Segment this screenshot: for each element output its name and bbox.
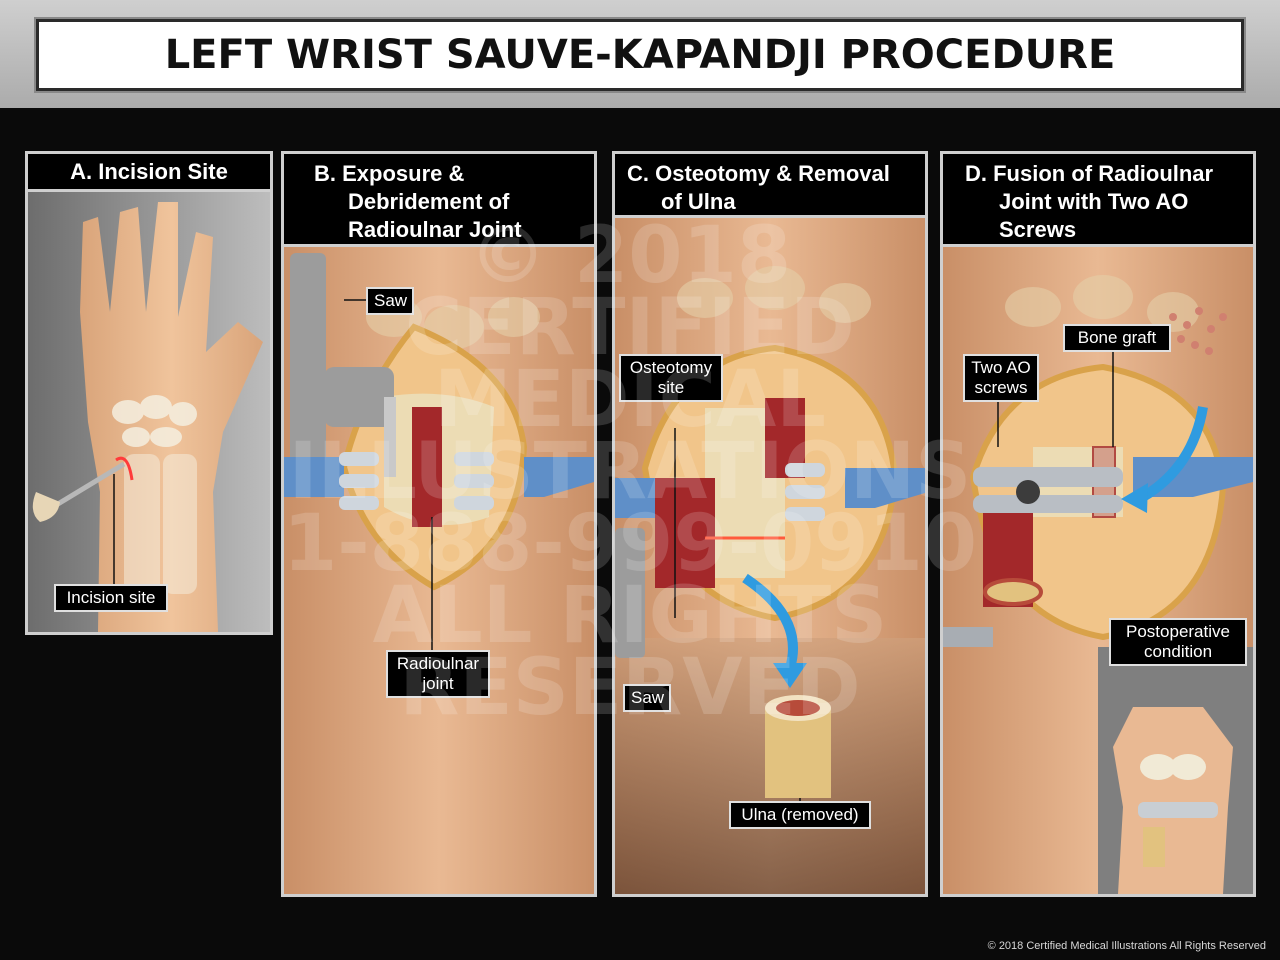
incision-site-label: Incision site [54, 584, 168, 612]
panel-c-title: C. Osteotomy & Removal of Ulna [615, 154, 925, 218]
two-ao-screws-label: Two AO screws [963, 354, 1039, 402]
saw-icon-c [615, 528, 645, 658]
panel-a-illustration [28, 192, 270, 632]
ulna-stump [983, 578, 1043, 606]
removed-ulna [765, 695, 831, 798]
scalpel-icon [32, 461, 126, 522]
panel-d-illustration [943, 247, 1253, 894]
copyright-footer: © 2018 Certified Medical Illustrations A… [987, 940, 1266, 952]
retractor-right-c [785, 463, 925, 521]
title-bar: LEFT WRIST SAUVE-KAPANDJI PROCEDURE [0, 0, 1280, 108]
radioulnar-joint-label: Radioulnar joint [386, 650, 490, 698]
removal-arrow [742, 573, 798, 670]
saw-label-b: Saw [366, 287, 414, 315]
panel-a: A. Incision Site Incision site [25, 151, 273, 635]
saw-icon [290, 253, 396, 477]
radioulnar-cavity [412, 407, 442, 527]
panel-a-title: A. Incision Site [28, 154, 270, 192]
bone-graft-label: Bone graft [1063, 324, 1171, 352]
ao-screws-icon [973, 467, 1123, 513]
ulna-removed-label: Ulna (removed) [729, 801, 871, 829]
fusion-arrow [1140, 406, 1208, 502]
postoperative-label: Postoperative condition [1109, 618, 1247, 666]
saw-label-c: Saw [623, 684, 671, 712]
retractor-left-c [615, 478, 655, 518]
page-title: LEFT WRIST SAUVE-KAPANDJI PROCEDURE [164, 32, 1116, 78]
title-box: LEFT WRIST SAUVE-KAPANDJI PROCEDURE [34, 17, 1246, 93]
postoperative-inset [1098, 647, 1253, 894]
panel-c: C. Osteotomy & Removal of Ulna [612, 151, 928, 897]
wrist-bones [112, 395, 197, 594]
panel-b: B. Exposure & Debridement of Radioulnar … [281, 151, 597, 897]
panel-d-title: D. Fusion of Radioulnar Joint with Two A… [943, 154, 1253, 247]
panel-d: D. Fusion of Radioulnar Joint with Two A… [940, 151, 1256, 897]
bone-graft-particles [1169, 307, 1227, 355]
panel-b-illustration [284, 247, 594, 894]
incision-mark [115, 456, 134, 481]
panel-b-title: B. Exposure & Debridement of Radioulnar … [284, 154, 594, 247]
osteotomy-site-label: Osteotomy site [619, 354, 723, 402]
panel-c-illustration [615, 218, 925, 894]
retractor-left [284, 452, 379, 510]
retractor-right [454, 452, 594, 510]
